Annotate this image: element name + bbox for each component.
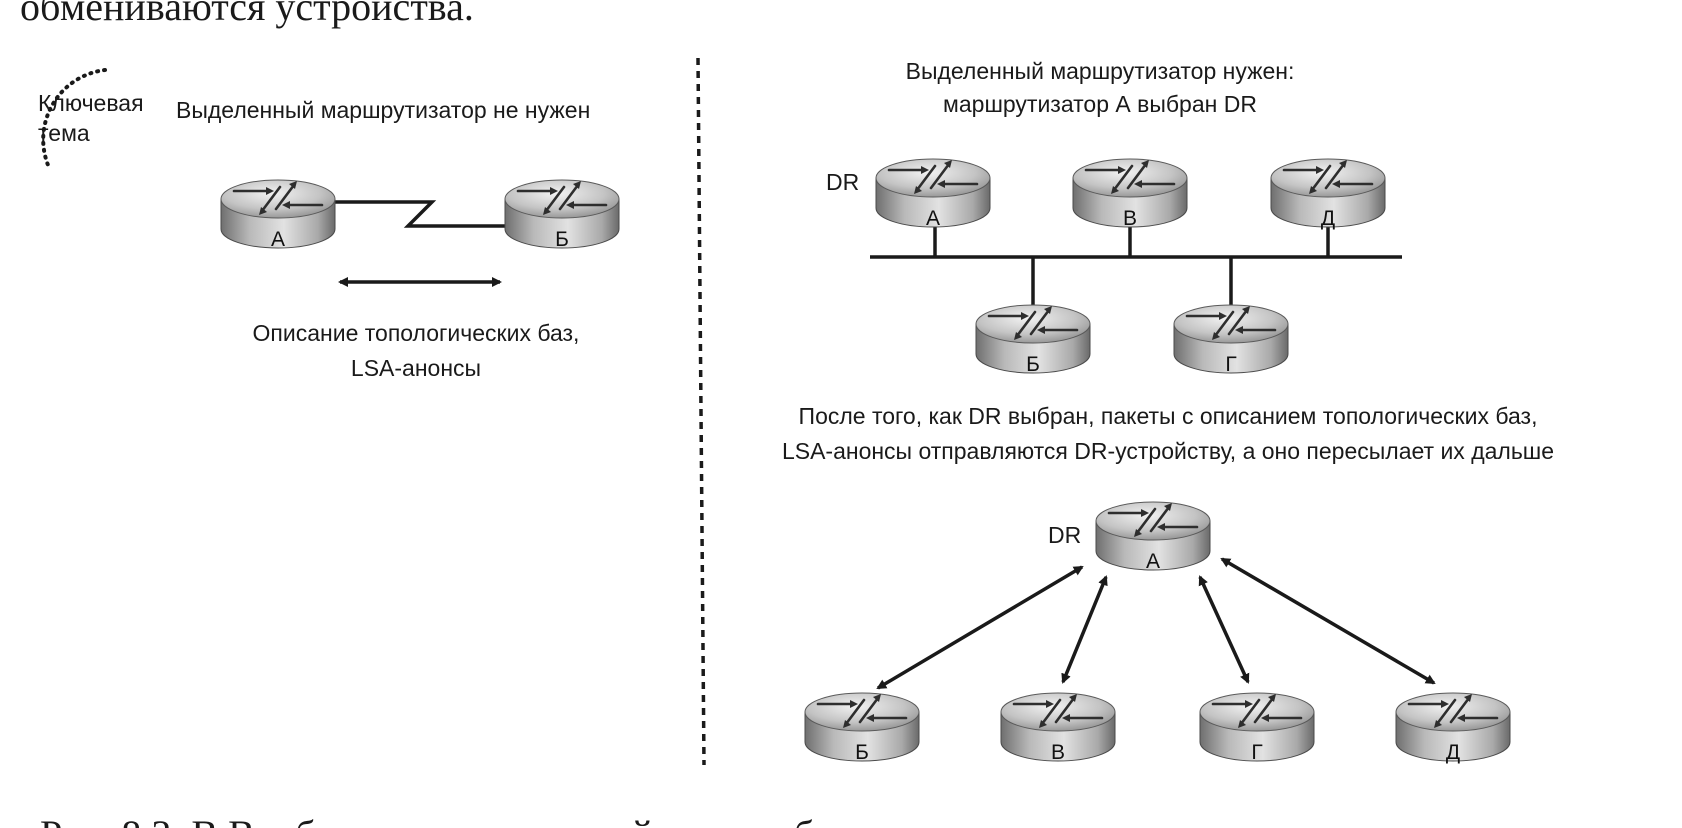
router-spoke-V-label: В xyxy=(1051,741,1065,764)
right-panel-title-line1: Выделенный маршрутизатор нужен: xyxy=(906,58,1295,84)
router-top-B: Б xyxy=(974,303,1092,376)
router-top-G: Г xyxy=(1172,303,1290,376)
router-spoke-D-label: Д xyxy=(1446,741,1460,764)
left-caption-line2: LSA-анонсы xyxy=(351,355,481,381)
flood-arrow-B xyxy=(876,565,1084,690)
bottom-cut-text: Рис. 8.3. В В д бирается, в сегменой сет… xyxy=(40,812,945,828)
router-hub-A-label: А xyxy=(1146,550,1160,573)
router-hub-A: А xyxy=(1094,500,1212,573)
router-left-B-label: Б xyxy=(555,228,569,251)
middle-text-line1: После того, как DR выбран, пакеты с опис… xyxy=(799,403,1538,429)
router-top-V: В xyxy=(1071,157,1189,230)
router-top-A: А xyxy=(874,157,992,230)
router-top-A-label: А xyxy=(926,207,940,230)
router-spoke-B: Б xyxy=(803,691,921,764)
router-spoke-B-label: Б xyxy=(855,741,869,764)
router-top-B-label: Б xyxy=(1026,353,1040,376)
router-left-B: Б xyxy=(503,178,621,251)
router-spoke-G: Г xyxy=(1198,691,1316,764)
flood-arrow-D xyxy=(1220,557,1436,685)
key-topic-line1: Ключевая xyxy=(38,90,144,116)
flood-arrow-G xyxy=(1198,575,1250,684)
panel-divider xyxy=(696,57,706,766)
middle-text-line2: LSA-анонсы отправляются DR-устройству, а… xyxy=(782,438,1554,464)
left-panel: Выделенный маршрутизатор не нужен А Б Оп… xyxy=(176,97,621,381)
right-panel: Выделенный маршрутизатор нужен: маршрути… xyxy=(782,58,1554,764)
router-left-A-label: А xyxy=(271,228,285,251)
key-topic-badge: Ключевая тема xyxy=(38,68,144,167)
flood-arrow-V xyxy=(1061,575,1108,684)
top-cut-text: обмениваются устройства. xyxy=(20,0,474,29)
key-topic-line2: тема xyxy=(38,120,90,146)
router-top-V-label: В xyxy=(1123,207,1137,230)
router-top-D: Д xyxy=(1269,157,1387,230)
dr-label-top: DR xyxy=(826,169,859,195)
router-spoke-D: Д xyxy=(1394,691,1512,764)
router-top-D-label: Д xyxy=(1321,207,1335,230)
router-top-G-label: Г xyxy=(1225,353,1236,376)
router-spoke-V: В xyxy=(999,691,1117,764)
key-topic-dotted-arc xyxy=(41,68,107,167)
serial-link xyxy=(330,200,510,228)
router-left-A: А xyxy=(219,178,337,251)
router-spoke-G-label: Г xyxy=(1251,741,1262,764)
left-panel-title: Выделенный маршрутизатор не нужен xyxy=(176,97,590,123)
left-caption-line1: Описание топологических баз, xyxy=(253,320,580,346)
dr-label-bottom: DR xyxy=(1048,522,1081,548)
right-panel-title-line2: маршрутизатор А выбран DR xyxy=(943,91,1257,117)
